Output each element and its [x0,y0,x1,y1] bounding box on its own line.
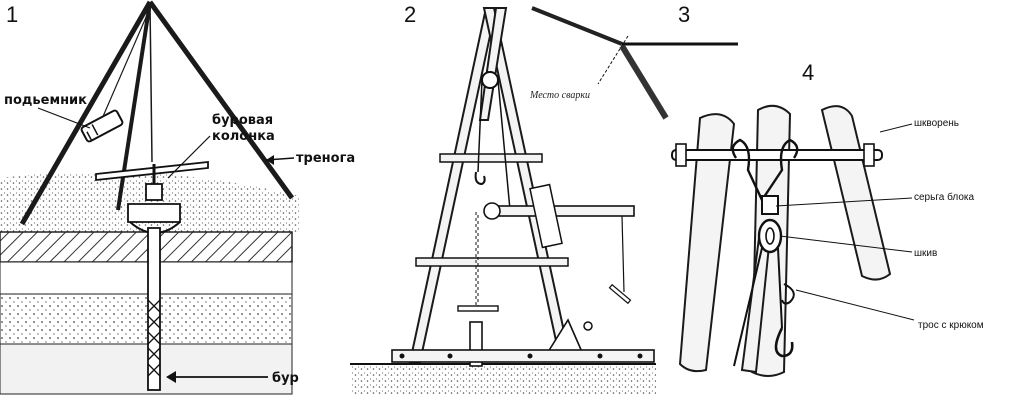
panel-number-4: 4 [802,60,814,85]
rig-pulley [481,71,499,89]
leader-hook-rope [795,289,915,321]
panel-2-a-frame-rig: 2 [350,2,656,396]
soil-layer-hatched [0,231,293,263]
ground-surface [0,172,300,232]
leader-drill-column [167,135,211,179]
rig-rope-right [497,79,511,211]
rig-winch-arm [485,205,635,217]
block-rope-loop [781,283,795,305]
rig-chain [475,212,479,310]
rig-drill-handle [457,305,499,312]
lifter-winch [80,109,124,143]
leader-weld [597,35,629,85]
rig-ground [352,364,656,396]
rig-winch-handle-rod [621,215,625,293]
panel-number-2: 2 [404,2,416,27]
leader-pin [879,123,913,133]
label-weld-joint: Место сварки [529,90,590,101]
leader-block-shackle [775,197,913,207]
rig-bolt [583,321,593,331]
rig-crossbar-upper [439,153,543,163]
drill-rod [147,227,161,391]
soil-layer-light [0,261,293,295]
label-drill-column-line2: колонка [212,129,275,144]
label-drill-column-line1: буровая [212,113,273,128]
soil-layer-dotted [0,293,293,345]
rig-base-beam [391,349,655,363]
label-hook-rope: трос с крюком [918,320,984,331]
rig-hook [474,171,486,186]
panel-number-3: 3 [678,2,690,27]
rig-rope-left [477,79,483,173]
label-drill: бур [272,371,299,386]
panel-number-1: 1 [6,2,18,27]
rig-winch-handle [608,283,632,305]
block-pin [671,149,883,161]
panel-3-weld-joint: 3 Место сварки [529,2,738,120]
rig-crossbar-lower [415,257,569,267]
rig-winch-bracket [529,183,563,249]
leader-sheave [779,235,913,253]
label-block-shackle: серьга блока [914,191,974,203]
arrow-tripod [266,155,274,165]
tripod-leg-right [147,0,295,200]
block-rope-left [733,247,763,367]
block-rope-right [777,247,783,329]
weld-bar-down [619,44,669,120]
label-lifter: подьемник [4,93,87,108]
panel-4-block-detail: 4 шкворень серьга блока шкив трос с крюк… [671,60,984,377]
rig-winch-drum [483,202,501,220]
block-pole-left [678,113,736,373]
label-pin: шкворень [914,118,959,129]
tripod-leg-left [19,0,153,226]
leader-lifter [37,107,91,129]
hoist-rope [149,3,153,163]
drill-column [95,160,209,234]
weld-bar-left [531,6,623,46]
block-pole-right [820,105,892,281]
arrow-drill [166,371,176,383]
block-hook [774,327,794,358]
hoist-rope-side [97,7,151,129]
panel-1-tripod-drilling: 1 [0,0,355,395]
label-tripod: тренога [296,151,355,166]
label-sheave: шкив [914,248,937,259]
soil-layer-bottom [0,343,293,395]
